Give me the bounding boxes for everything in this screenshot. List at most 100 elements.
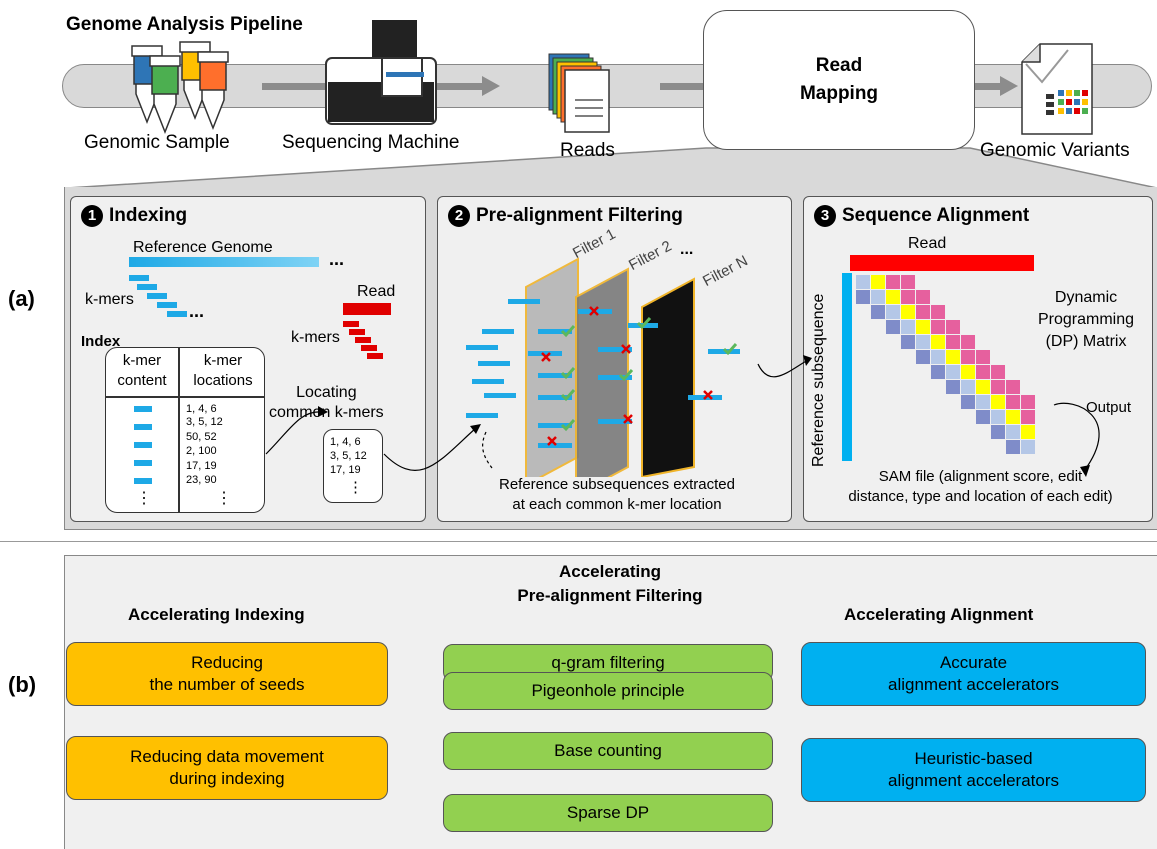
- genomic-sample-icon: [131, 41, 229, 135]
- sparse-dp-box: Sparse DP: [443, 794, 773, 832]
- dp-cell: [1006, 440, 1020, 454]
- dp-cell: [916, 335, 930, 349]
- location-row: 23, 90: [186, 474, 217, 486]
- read-mapping-box: Read Mapping: [703, 10, 975, 150]
- dp-cell: [991, 410, 1005, 424]
- dp-cell: [961, 380, 975, 394]
- dp-cell: [871, 290, 885, 304]
- location-row: 1, 4, 6: [186, 403, 217, 415]
- filter-ellipsis: ...: [680, 241, 694, 258]
- reducing-data-movement-box: Reducing data movement during indexing: [66, 736, 388, 800]
- dp-cell: [946, 350, 960, 364]
- read-axis-label: Read: [908, 235, 947, 252]
- dp-cell: [991, 395, 1005, 409]
- accurate-accelerators-box: Accurate alignment accelerators: [801, 642, 1146, 706]
- dp-cell: [886, 305, 900, 319]
- heuristic-accelerators-box: Heuristic-based alignment accelerators: [801, 738, 1146, 802]
- dp-cell: [976, 410, 990, 424]
- dp-cell: [1021, 395, 1035, 409]
- ref-kmers-label: k-mers: [85, 291, 134, 308]
- dp-cell: [1006, 425, 1020, 439]
- label-b: (b): [8, 672, 37, 697]
- dp-cell: [916, 305, 930, 319]
- read-bar: [850, 255, 1034, 271]
- reads-icon: [548, 53, 610, 133]
- dp-cell: [991, 425, 1005, 439]
- read-kmers-label: k-mers: [291, 329, 340, 346]
- index-label: Index: [81, 333, 121, 350]
- output-label: Output: [1086, 399, 1132, 416]
- kmer-content-header: k-mer content: [117, 352, 167, 389]
- dp-cell: [1006, 380, 1020, 394]
- dp-cell: [886, 290, 900, 304]
- dp-cell: [946, 380, 960, 394]
- dp-cell: [961, 395, 975, 409]
- dp-cell: [901, 335, 915, 349]
- dp-cell: [931, 365, 945, 379]
- divider: [0, 541, 1157, 542]
- dp-cell: [1021, 440, 1035, 454]
- dp-cell: [991, 365, 1005, 379]
- dp-cell: [901, 290, 915, 304]
- location-row: 50, 52: [186, 431, 217, 443]
- accelerating-indexing-header: Accelerating Indexing: [128, 605, 305, 624]
- dp-cell: [1006, 395, 1020, 409]
- dp-cell: [901, 305, 915, 319]
- dp-cell: [931, 335, 945, 349]
- label-a: (a): [8, 286, 35, 311]
- sam-file-label: SAM file (alignment score, edit distance…: [848, 468, 1113, 505]
- dp-matrix: [856, 275, 1035, 454]
- stage-sequencing-machine: Sequencing Machine: [282, 132, 460, 153]
- stage-reads: Reads: [560, 140, 615, 161]
- dp-cell: [886, 275, 900, 289]
- dp-matrix-label: Dynamic Programming (DP) Matrix: [1038, 289, 1135, 350]
- dp-cell: [856, 275, 870, 289]
- read-label: Read: [357, 283, 396, 300]
- kmer-ellipsis: ...: [189, 301, 205, 321]
- dp-cell: [901, 320, 915, 334]
- accelerating-alignment-header: Accelerating Alignment: [844, 605, 1034, 624]
- dp-cell: [1021, 410, 1035, 424]
- dp-cell: [1021, 425, 1035, 439]
- dp-cell: [991, 380, 1005, 394]
- dp-cell: [961, 350, 975, 364]
- reference-bar: [842, 273, 852, 461]
- stage-genomic-sample: Genomic Sample: [84, 132, 230, 153]
- pipeline-title: Genome Analysis Pipeline: [66, 14, 303, 35]
- dp-cell: [916, 320, 930, 334]
- dp-cell: [931, 305, 945, 319]
- dp-cell: [946, 320, 960, 334]
- dp-cell: [1006, 410, 1020, 424]
- location-row: 3, 5, 12: [186, 416, 223, 428]
- dp-cell: [976, 380, 990, 394]
- index-table: k-mer content k-mer locations ⋮ 1, 4, 6 …: [105, 347, 265, 513]
- dp-cell: [856, 290, 870, 304]
- filter-stack: [466, 257, 740, 477]
- dp-cell: [961, 365, 975, 379]
- sequencing-machine-icon: [325, 20, 437, 125]
- reducing-seeds-box: Reducing the number of seeds: [66, 642, 388, 706]
- genomic-variants-icon: [1021, 43, 1093, 135]
- pigeonhole-principle-box: Pigeonhole principle: [443, 672, 773, 710]
- common-kmers-box: 1, 4, 6 3, 5, 12 17, 19 ⋮: [323, 429, 383, 503]
- dp-cell: [871, 275, 885, 289]
- locating-label: Locating common k-mers: [269, 384, 384, 421]
- base-counting-box: Base counting: [443, 732, 773, 770]
- stage-genomic-variants: Genomic Variants: [980, 140, 1130, 161]
- reference-genome-label: Reference Genome: [133, 239, 273, 256]
- dp-cell: [916, 290, 930, 304]
- kmer-locations-header: k-mer locations: [193, 352, 253, 389]
- reference-ellipsis: ...: [329, 249, 345, 269]
- dp-cell: [946, 335, 960, 349]
- dp-cell: [976, 365, 990, 379]
- dp-cell: [916, 350, 930, 364]
- dp-cell: [931, 350, 945, 364]
- reference-genome-bar: [129, 257, 319, 267]
- accelerating-filtering-header: Accelerating Pre-alignment Filtering: [517, 562, 703, 605]
- dp-cell: [886, 320, 900, 334]
